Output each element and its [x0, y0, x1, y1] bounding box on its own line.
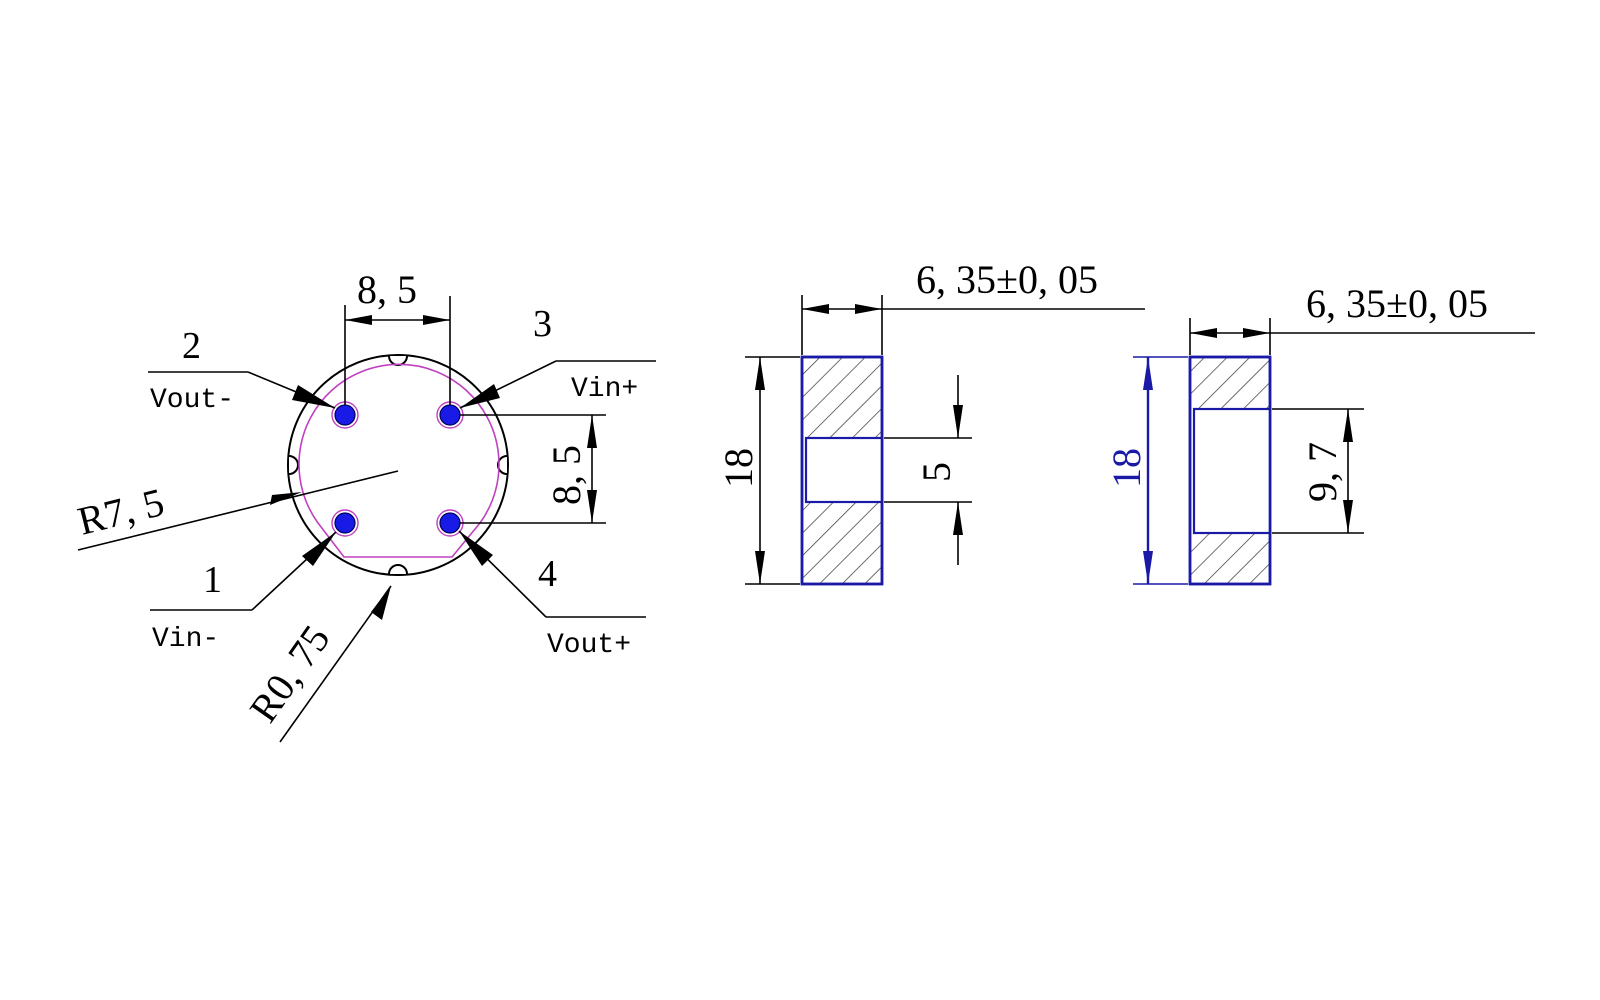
dim-notch-radius: R0, 75: [241, 617, 339, 730]
side-view-b: 6, 35±0, 05 18 9, 7: [1104, 281, 1535, 586]
side-b-height: 18: [1104, 448, 1149, 488]
pin-2-signal: Vout-: [150, 385, 234, 416]
notch-left: [288, 455, 299, 475]
pin-4-signal: Vout+: [547, 630, 631, 661]
side-a-cavity-dim: 5: [914, 462, 959, 482]
notch-bottom: [388, 564, 408, 575]
dim-pin-spacing-h: 8, 5: [357, 267, 417, 312]
front-view: 8, 5 8, 5 R7, 5 R0, 75 2 Vout- 3 Vin+ 1: [73, 267, 656, 743]
side-b-thickness: 6, 35±0, 05: [1306, 281, 1488, 326]
pin-3-signal: Vin+: [571, 374, 638, 405]
pin-4-number: 4: [538, 553, 557, 595]
pin-3-number: 3: [533, 303, 552, 345]
pin-1-ring: [331, 509, 359, 537]
side-a-thickness: 6, 35±0, 05: [916, 257, 1098, 302]
dim-pin-spacing-v: 8, 5: [544, 445, 589, 505]
notch-right: [497, 455, 508, 475]
dim-outer-radius: R7, 5: [73, 479, 168, 544]
pcb-outline: [298, 363, 500, 558]
pin-3: [439, 404, 461, 426]
pin-2: [334, 404, 356, 426]
side-a-cavity: [804, 436, 884, 504]
side-b-cavity: [1192, 407, 1272, 535]
pin-1: [334, 512, 356, 534]
side-b-cavity-dim: 9, 7: [1300, 442, 1345, 502]
pin-4: [439, 512, 461, 534]
side-a-height: 18: [716, 448, 761, 488]
side-view-a: 6, 35±0, 05 18 5: [716, 257, 1145, 586]
pin-1-number: 1: [203, 559, 222, 601]
outer-circle: [287, 354, 509, 576]
pin-2-number: 2: [182, 325, 201, 367]
pin-1-signal: Vin-: [152, 624, 219, 655]
